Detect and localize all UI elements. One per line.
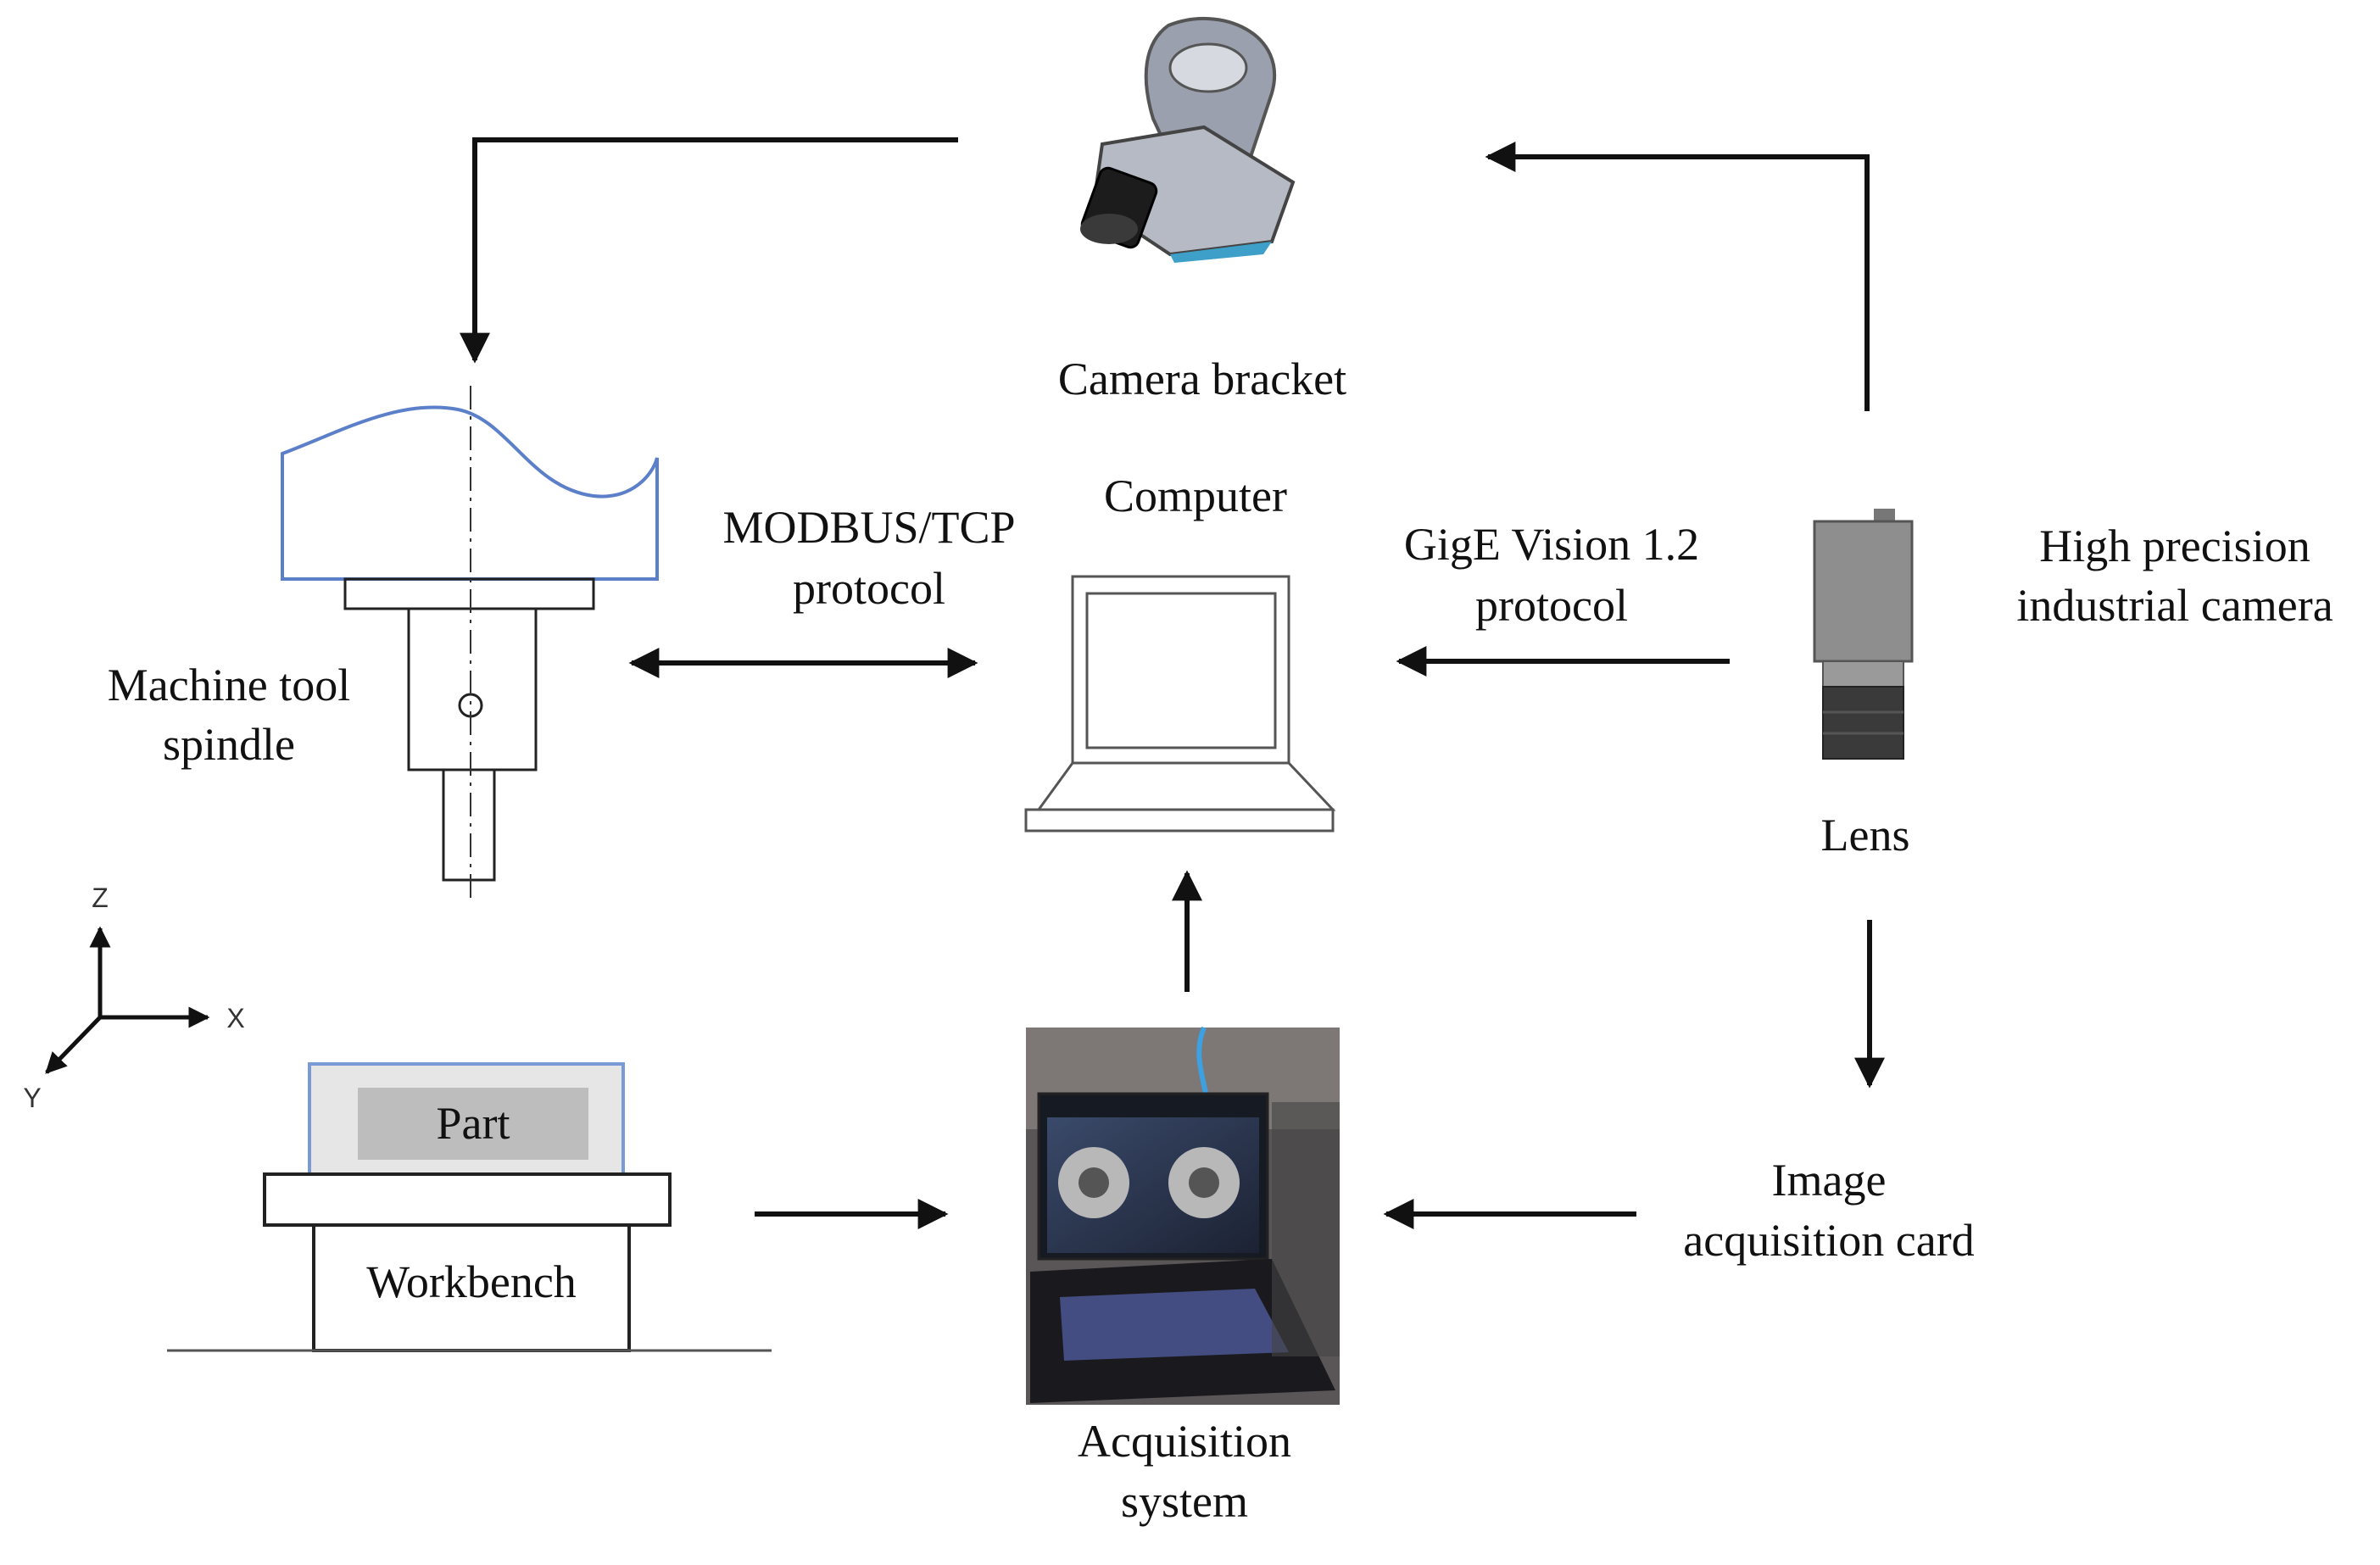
gige-label-line2: protocol bbox=[1475, 580, 1628, 631]
gige-label-line1: GigE Vision 1.2 bbox=[1404, 519, 1699, 570]
acquisition-label-line1: Acquisition bbox=[1078, 1416, 1291, 1467]
part-label: Part bbox=[437, 1098, 510, 1149]
coordinate-axes: Z X Y bbox=[23, 883, 244, 1113]
workbench-label: Workbench bbox=[366, 1256, 577, 1307]
computer-label: Computer bbox=[1104, 471, 1287, 521]
spindle-icon bbox=[281, 386, 659, 899]
z-axis-label: Z bbox=[92, 883, 109, 913]
image-card-label-line1: Image bbox=[1772, 1155, 1887, 1206]
y-axis-label: Y bbox=[23, 1083, 41, 1113]
acquisition-system-photo bbox=[1026, 1026, 1340, 1405]
camera-to-bracket-arrow bbox=[1485, 142, 1870, 411]
acquisition-label-line2: system bbox=[1121, 1476, 1248, 1527]
camera-label-line1: High precision bbox=[2039, 521, 2310, 571]
camera-label-line2: industrial camera bbox=[2016, 580, 2333, 631]
y-axis-arrow bbox=[45, 1016, 102, 1074]
spindle-label-line1: Machine tool bbox=[108, 660, 350, 710]
image-card-label-line2: acquisition card bbox=[1683, 1215, 1974, 1266]
laptop-icon bbox=[1024, 575, 1336, 833]
lens-label: Lens bbox=[1821, 810, 1910, 860]
workbench-icon bbox=[167, 1062, 772, 1352]
spindle-label-line2: spindle bbox=[163, 719, 295, 770]
industrial-camera-icon bbox=[1813, 509, 1914, 760]
x-axis-label: X bbox=[226, 1003, 244, 1033]
camera-bracket-label: Camera bracket bbox=[1058, 354, 1346, 404]
modbus-label-line1: MODBUS/TCP bbox=[722, 502, 1015, 553]
bracket-to-spindle-arrow bbox=[460, 137, 958, 364]
modbus-label-line2: protocol bbox=[793, 563, 945, 614]
camera-bracket-icon bbox=[1080, 17, 1296, 263]
